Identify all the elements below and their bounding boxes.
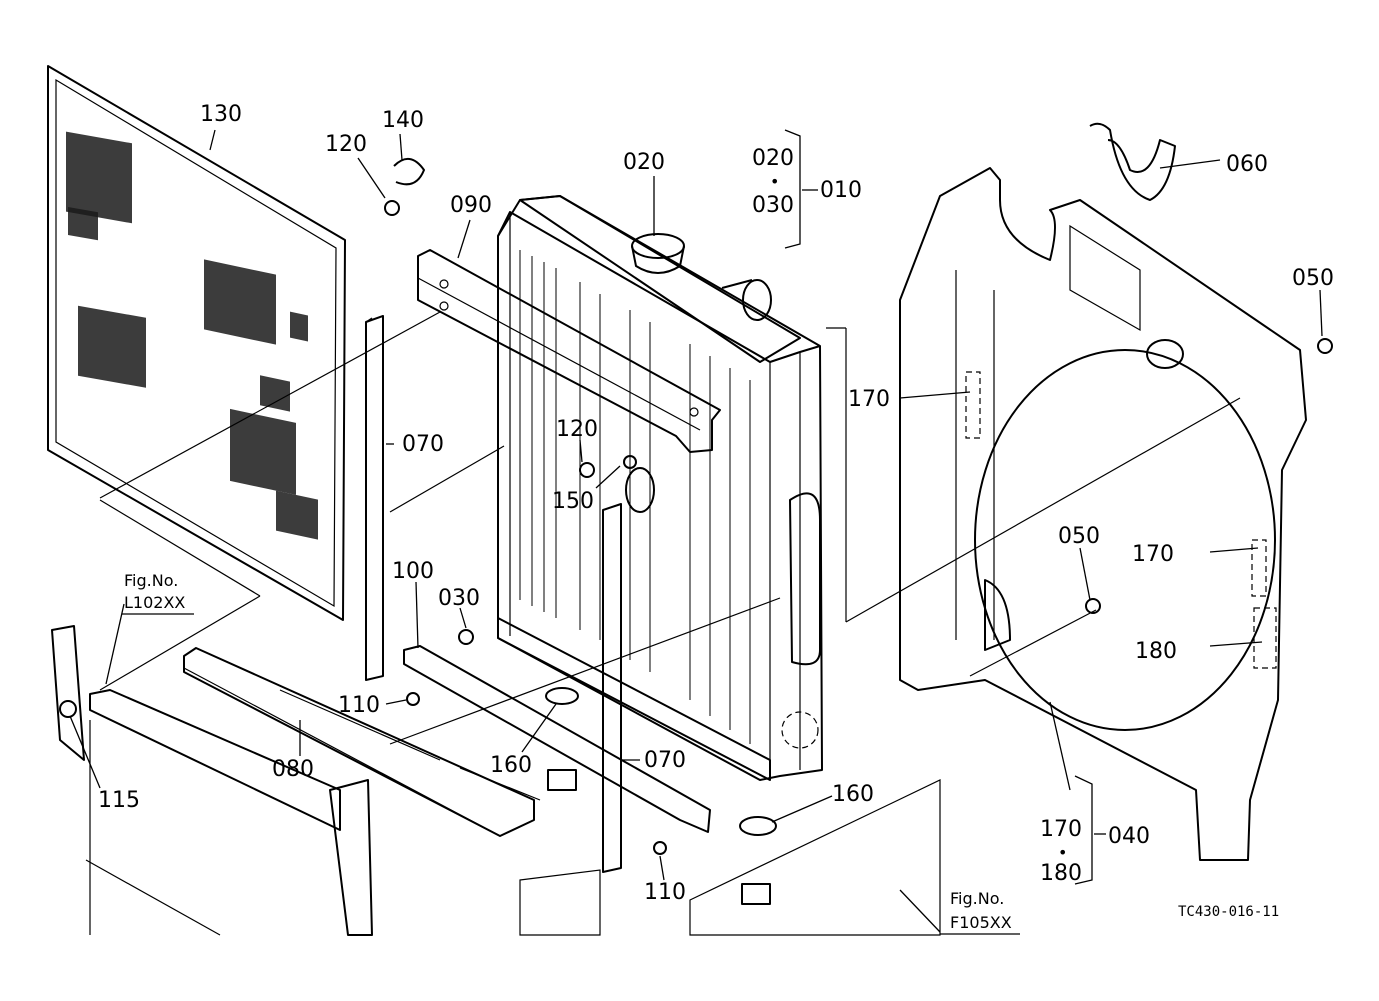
- fig-ref-right-title: Fig.No.: [950, 889, 1004, 908]
- label-set-020: 020: [752, 146, 794, 171]
- radiator-cap: [631, 233, 685, 274]
- fig-ref-right-code: F105XX: [950, 913, 1012, 932]
- label-set-180: 180: [1040, 861, 1082, 886]
- label-140: 140: [382, 108, 424, 133]
- mesh-patches: [66, 131, 318, 540]
- fan-shroud: [899, 167, 1307, 861]
- label-090: 090: [450, 193, 492, 218]
- label-030: 030: [438, 586, 480, 611]
- label-170-right: 170: [1132, 542, 1174, 567]
- part-labels: 130 140 120 090 020 020 • 030 010 060 05…: [98, 102, 1334, 905]
- label-150: 150: [552, 489, 594, 514]
- bolts: [59, 158, 1333, 905]
- label-120-top: 120: [325, 132, 367, 157]
- label-070-top: 070: [402, 432, 444, 457]
- label-dot-top: •: [770, 172, 779, 191]
- radiator-core: [497, 195, 823, 781]
- label-130: 130: [200, 102, 242, 127]
- assembly-lines: [99, 311, 1241, 745]
- air-hose: [1089, 122, 1176, 201]
- label-050-mid: 050: [1058, 524, 1100, 549]
- upper-bracket: [417, 249, 721, 453]
- label-070-bottom: 070: [644, 748, 686, 773]
- drawing-code: TC430-016-11: [1178, 904, 1279, 920]
- seal-strip-left: [365, 315, 384, 681]
- label-100: 100: [392, 559, 434, 584]
- label-050-top: 050: [1292, 266, 1334, 291]
- label-040: 040: [1108, 824, 1150, 849]
- screen-panel: [47, 65, 346, 621]
- fig-ref-left-code: L102XX: [124, 593, 185, 612]
- fig-ref-left-title: Fig.No.: [124, 571, 178, 590]
- label-dot-bottom: •: [1058, 843, 1067, 862]
- label-set-170: 170: [1040, 817, 1082, 842]
- label-160-right: 160: [832, 782, 874, 807]
- label-170-left: 170: [848, 387, 890, 412]
- label-080: 080: [272, 757, 314, 782]
- label-120-mid: 120: [556, 417, 598, 442]
- seal-strip-right: [602, 503, 622, 873]
- label-115: 115: [98, 788, 140, 813]
- radiator-fins: [519, 250, 751, 744]
- label-060: 060: [1226, 152, 1268, 177]
- label-010: 010: [820, 178, 862, 203]
- leader-lines: [69, 129, 1323, 933]
- figure-references: Fig.No. L102XX Fig.No. F105XX: [122, 571, 1020, 935]
- label-180: 180: [1135, 639, 1177, 664]
- label-160-left: 160: [490, 753, 532, 778]
- label-110-left: 110: [338, 693, 380, 718]
- label-110-bottom: 110: [644, 880, 686, 905]
- label-set-030: 030: [752, 193, 794, 218]
- label-020: 020: [623, 150, 665, 175]
- lower-frame: [51, 625, 941, 936]
